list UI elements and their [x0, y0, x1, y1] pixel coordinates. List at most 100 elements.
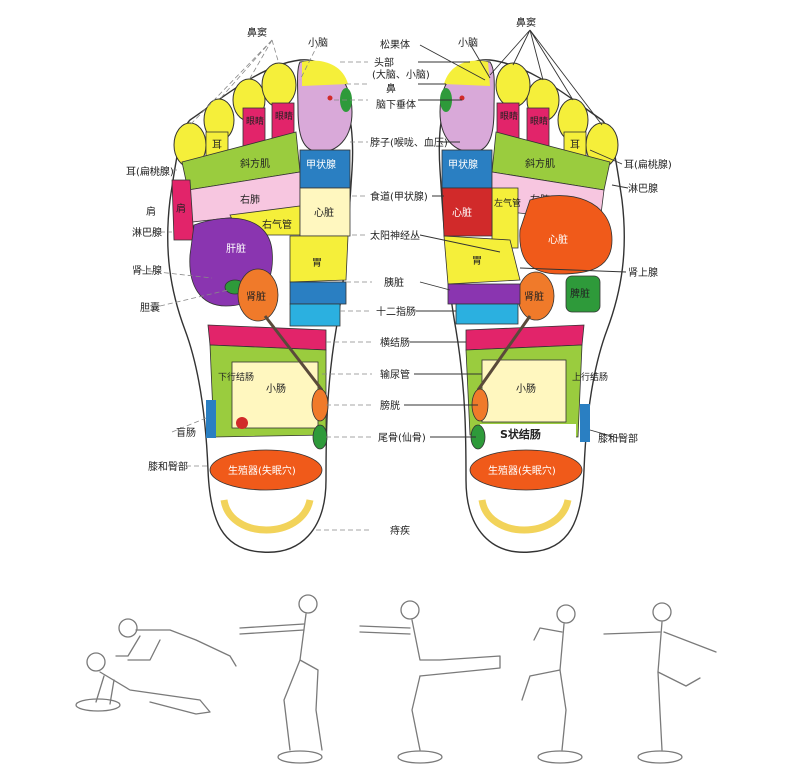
- right-sinus-leaders: [489, 29, 603, 126]
- right-kidney-label: 肾脏: [524, 290, 544, 303]
- nose-label: 鼻: [386, 82, 396, 95]
- esophagus-label: 食道(甲状腺): [370, 190, 428, 203]
- pancreas-label: 胰脏: [384, 276, 404, 289]
- right-reproductive-label: 生殖器(失眠穴): [488, 464, 556, 477]
- left-toe-2: [261, 62, 297, 108]
- right-spleen-label: 脾脏: [570, 287, 590, 300]
- left-heart-label: 心脏: [314, 206, 334, 219]
- left-stomach-label: 胃: [312, 257, 322, 269]
- right-bronchus-zone: [491, 187, 519, 249]
- left-heart-zone: [299, 187, 351, 237]
- left-hemorrhoid-arc: [220, 498, 314, 534]
- right-ear-zone-label: 耳: [570, 139, 580, 151]
- left-appendix-label: 盲肠: [176, 426, 196, 439]
- head-sub-label: (大脑、小脑): [372, 68, 430, 81]
- right-heart-small-zone: [441, 187, 493, 237]
- right-knee-zone: [580, 404, 590, 442]
- left-eye-zone-label-2: 眼睛: [275, 111, 293, 122]
- right-bronchus-label: 左气管: [494, 197, 521, 209]
- left-appendix-zone: [206, 400, 216, 438]
- pineal-label: 松果体: [380, 38, 410, 51]
- right-thyroid-label: 甲状腺: [448, 158, 478, 171]
- left-gallbladder-label: 胆囊: [140, 301, 160, 314]
- hemorrhoids-label: 痔疾: [390, 524, 410, 537]
- right-adrenal-label: 肾上腺: [628, 266, 658, 279]
- pose-balance: [603, 602, 717, 764]
- right-side-leaders: [519, 149, 629, 439]
- solar-plexus-label: 太阳神经丛: [370, 229, 420, 242]
- center-right-leaders-low: [404, 281, 482, 438]
- pose-squat: [239, 594, 323, 764]
- left-sinus-leaders: [189, 39, 280, 126]
- left-adrenal-label: 肾上腺: [132, 264, 162, 277]
- left-descending-colon-label: 下行结肠: [218, 371, 254, 383]
- bladder-label: 膀胱: [380, 399, 400, 412]
- right-sigmoid-colon-label: S状结肠: [500, 427, 541, 441]
- left-liver-label: 肝脏: [226, 242, 246, 255]
- left-thyroid-zone: [299, 149, 351, 189]
- left-eye-zone-label-1: 眼睛: [246, 116, 264, 127]
- right-ureter-line: [476, 315, 532, 391]
- left-kidney-label: 肾脏: [246, 290, 266, 303]
- left-reproductive-label: 生殖器(失眠穴): [228, 464, 296, 477]
- right-reproductive-zone: [469, 449, 583, 491]
- head-label: 头部: [374, 56, 394, 69]
- left-ear-zone-label: 耳: [212, 139, 222, 151]
- left-cerebellum-leader: [299, 43, 319, 81]
- right-lymph-label: 淋巴腺: [628, 182, 658, 195]
- right-stomach-zone: [443, 235, 521, 285]
- right-eye-zone-label-2: 眼睛: [530, 116, 548, 127]
- left-small-intestine-zone: [231, 361, 319, 429]
- ureter-label: 输尿管: [380, 368, 410, 381]
- left-trapezius-label: 斜方肌: [240, 157, 270, 170]
- left-sinus-label: 鼻窦: [247, 26, 267, 39]
- pituitary-label: 脑下垂体: [376, 98, 416, 111]
- right-small-intestine-label: 小肠: [516, 383, 536, 395]
- exercise-row: [75, 594, 717, 764]
- left-bladder-zone: [311, 388, 329, 422]
- right-knee-hip-label: 膝和臀部: [598, 432, 638, 445]
- right-foot: 眼睛 眼睛 耳 斜方肌 甲状腺 左肺 左气管 心脏 心脏 胃 脾脏 肾脏 小肠 …: [438, 59, 625, 553]
- left-coccyx-zone: [312, 424, 328, 450]
- left-knee-hip-label: 膝和臀部: [148, 460, 188, 473]
- center-left-leaders-low: [316, 281, 372, 531]
- left-ureter-line: [263, 315, 324, 391]
- left-bronchus-label: 右气管: [262, 218, 292, 231]
- left-foot: 耳 眼睛 眼睛 斜方肌 右肺 右气管 肩 肝脏 肾脏 甲状腺 心脏 胃: [167, 59, 354, 553]
- left-lung-label: 右肺: [240, 193, 260, 206]
- right-duodenum-zone: [455, 303, 519, 325]
- right-eye-zone-label-1: 眼睛: [500, 111, 518, 122]
- center-left-leaders-top: [334, 61, 368, 101]
- right-cerebellum-leader: [469, 43, 491, 79]
- left-side-leaders: [136, 169, 229, 467]
- pose-kneeling-pushup: [75, 618, 237, 715]
- center-right-leaders-top: [418, 61, 470, 101]
- right-spleen-zone: [565, 275, 601, 313]
- right-heart-label: 心脏: [548, 233, 568, 246]
- pose-leg-extension: [359, 600, 501, 764]
- right-pancreas-zone: [447, 283, 521, 305]
- left-small-intestine-label: 小肠: [266, 383, 286, 395]
- left-thyroid-label: 甲状腺: [306, 158, 336, 171]
- coccyx-label: 尾骨(仙骨): [378, 431, 426, 444]
- right-toe-2: [495, 62, 531, 108]
- right-sigmoid-colon-zone: [480, 424, 576, 442]
- left-stomach-zone: [289, 235, 349, 283]
- right-stomach-label: 胃: [472, 255, 482, 267]
- right-pituitary-dot: [459, 95, 465, 101]
- left-pancreas-zone: [289, 281, 347, 305]
- center-left-leaders-mid: [350, 141, 368, 236]
- left-pituitary-dot: [327, 95, 333, 101]
- left-duodenum-zone: [289, 303, 341, 327]
- right-big-toe-tip: [444, 60, 490, 86]
- pineal-leader: [419, 44, 486, 81]
- neck-label: 脖子(喉咙、血压): [370, 136, 448, 149]
- labels: 鼻窦 小脑 耳(扁桃腺) 肩 淋巴腺 肾上腺 胆囊 盲肠 膝和臀部 松果体 头部…: [126, 16, 672, 537]
- transverse-colon-label: 横结肠: [380, 336, 410, 349]
- right-small-intestine-zone: [481, 359, 567, 423]
- left-ear-tonsil-label: 耳(扁桃腺): [126, 165, 174, 178]
- right-heart-small-label: 心脏: [452, 206, 472, 219]
- right-hemorrhoid-arc: [478, 498, 572, 534]
